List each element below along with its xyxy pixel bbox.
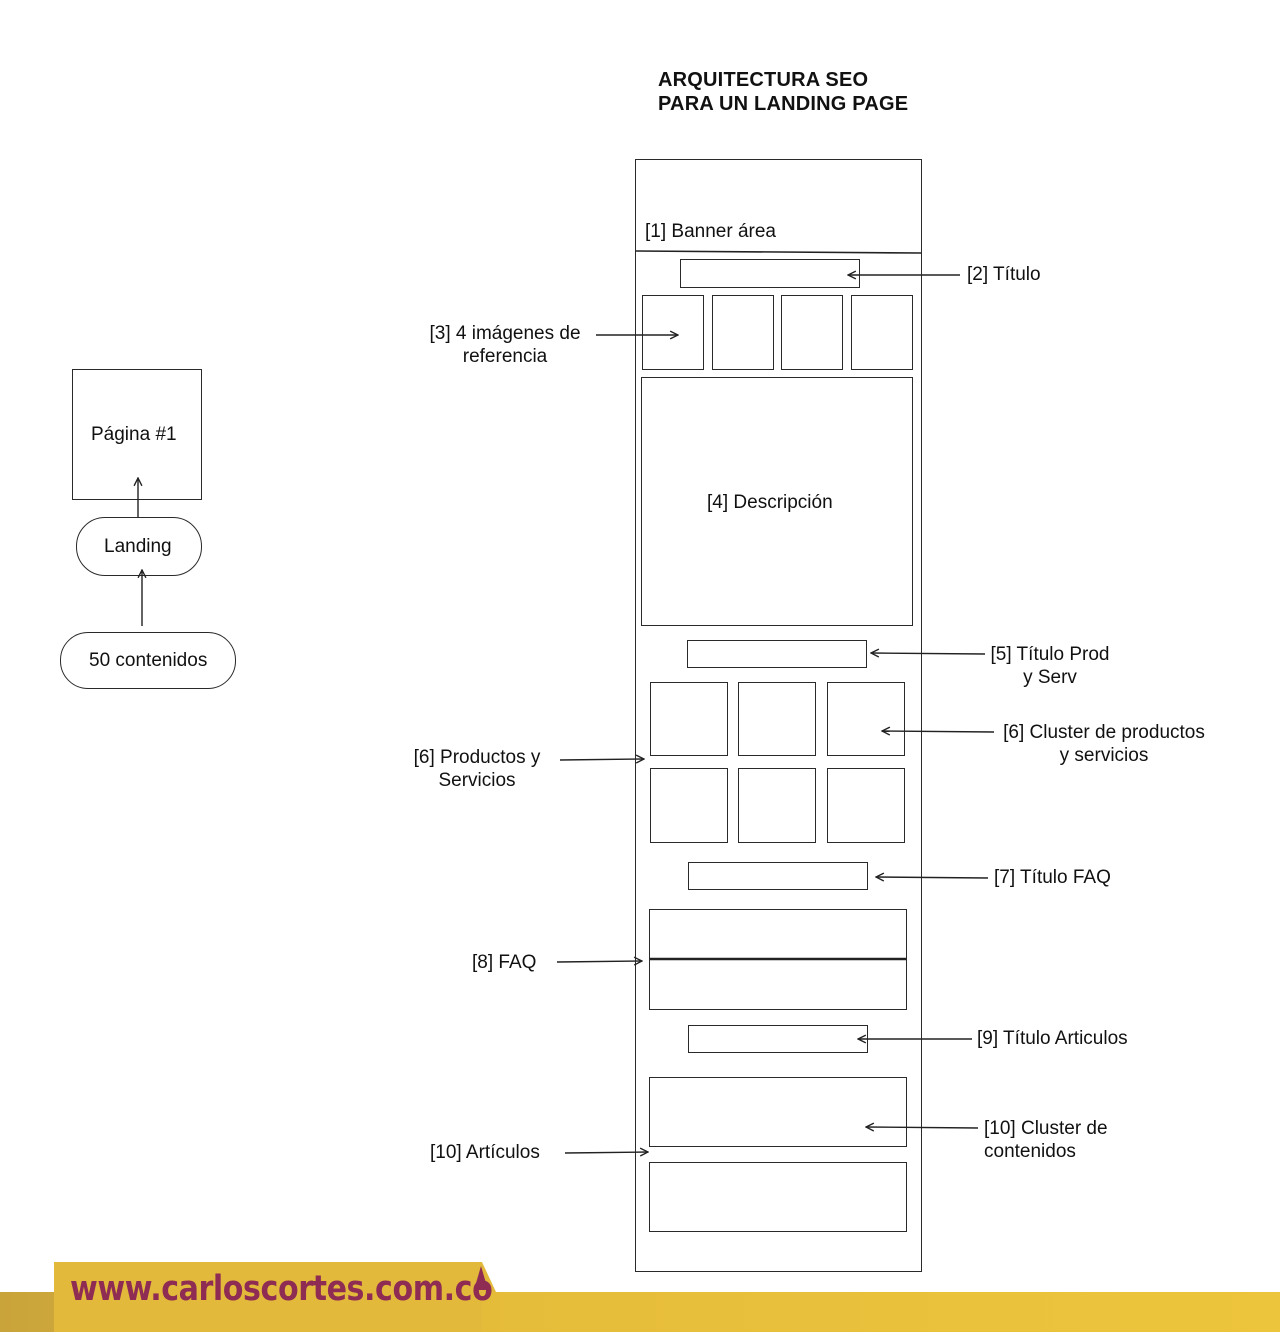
contents-node-label: 50 contenidos: [89, 650, 208, 671]
product-box-5: [738, 768, 816, 843]
product-box-3: [827, 682, 905, 756]
page-node-label: Página #1: [91, 424, 177, 445]
productos-label-line1: [6] Productos y: [413, 747, 541, 768]
footer-triangle-icon: [474, 1266, 488, 1290]
diagram-title: ARQUITECTURA SEO PARA UN LANDING PAGE: [658, 68, 908, 116]
landing-wireframe: [635, 159, 922, 1272]
productos-label-line2: Servicios: [438, 770, 516, 791]
banner-divider: [635, 250, 922, 254]
cluster-contenidos-label: [10] Cluster de contenidos: [984, 1117, 1108, 1163]
cluster-productos-arrow: [882, 731, 995, 732]
contents-node: [60, 632, 236, 689]
page-node: [72, 369, 202, 500]
banner-label: [1] Banner área: [645, 221, 776, 242]
reference-image-4: [851, 295, 913, 370]
faq-title-placeholder: [688, 862, 868, 890]
landing-node-label: Landing: [104, 536, 172, 557]
product-box-4: [650, 768, 728, 843]
reference-image-1: [642, 295, 704, 370]
diagram-title-line2: PARA UN LANDING PAGE: [658, 93, 909, 115]
imagenes-label-line1: [3] 4 imágenes de: [429, 323, 581, 344]
product-box-6: [827, 768, 905, 843]
titulo-faq-arrow: [876, 877, 989, 878]
description-block: [641, 377, 913, 626]
faq-block: [649, 909, 907, 1010]
faq-label: [8] FAQ: [472, 952, 537, 973]
cluster-contenidos-label-line2: contenidos: [984, 1141, 1076, 1162]
imagenes-label-line2: referencia: [462, 346, 548, 367]
article-box-1: [649, 1077, 907, 1147]
article-box-2: [649, 1162, 907, 1232]
cluster-productos-label-line2: y servicios: [1059, 745, 1149, 766]
titulo-prod-arrow: [871, 653, 986, 654]
footer-tab: [54, 1262, 496, 1332]
titulo-prod-label-line2: y Serv: [1023, 667, 1077, 688]
reference-image-3: [781, 295, 843, 370]
product-box-1: [650, 682, 728, 756]
titulo-label: [2] Título: [967, 264, 1041, 285]
cluster-productos-label-line1: [6] Cluster de productos: [1003, 722, 1205, 743]
articulos-arrow: [564, 1152, 648, 1153]
reference-image-2: [712, 295, 774, 370]
diagram-title-line1: ARQUITECTURA SEO: [658, 69, 869, 91]
productos-label: [6] Productos y Servicios: [397, 746, 557, 792]
titulo-prod-label: [5] Título Prod y Serv: [980, 643, 1120, 689]
products-title-placeholder: [687, 640, 867, 668]
titulo-prod-label-line1: [5] Título Prod: [990, 644, 1110, 665]
titulo-articulos-label: [9] Título Articulos: [977, 1028, 1128, 1049]
description-label: [4] Descripción: [707, 492, 833, 513]
cluster-contenidos-label-line1: [10] Cluster de: [984, 1118, 1108, 1139]
cluster-productos-label: [6] Cluster de productos y servicios: [998, 721, 1210, 767]
cluster-contenidos-arrow: [866, 1127, 979, 1128]
titulo-faq-label: [7] Título FAQ: [994, 867, 1111, 888]
imagenes-label: [3] 4 imágenes de referencia: [420, 322, 590, 368]
faq-arrow: [556, 961, 642, 962]
footer-url[interactable]: www.carloscortes.com.co: [70, 1269, 493, 1309]
title-placeholder: [680, 259, 860, 288]
product-box-2: [738, 682, 816, 756]
productos-arrow: [559, 759, 644, 760]
articulos-label: [10] Artículos: [430, 1142, 540, 1163]
